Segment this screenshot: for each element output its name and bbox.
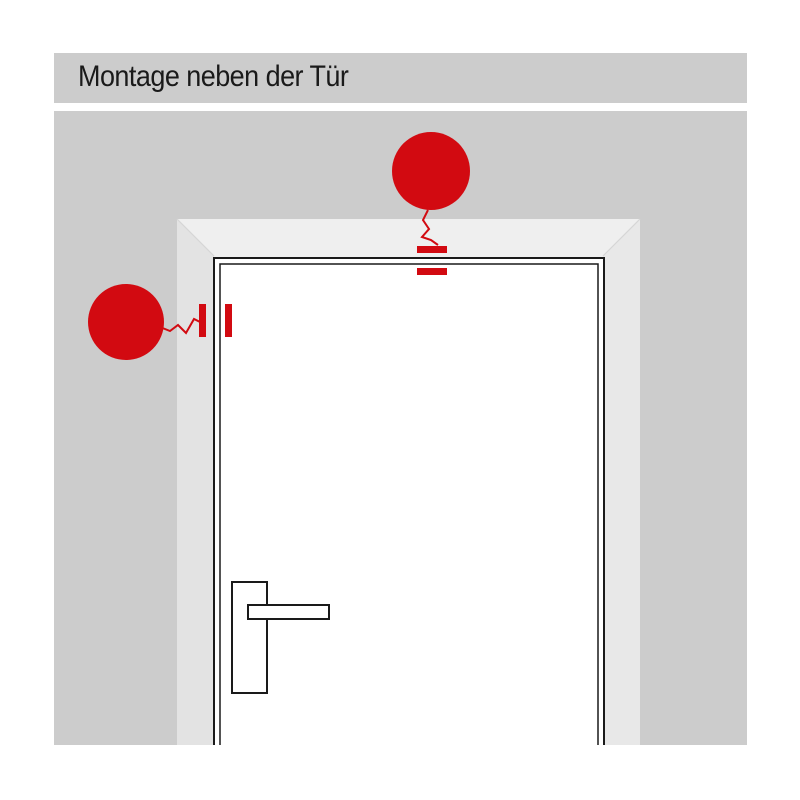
door-inner-outline [219, 263, 599, 745]
magnet-icon [225, 304, 232, 337]
sensor-icon [392, 132, 470, 210]
sensor-left-cable [159, 317, 203, 335]
door-frame-left-miter [176, 218, 215, 257]
sensor-top [392, 132, 470, 275]
sensor-left [88, 284, 232, 360]
magnet-icon [417, 268, 447, 275]
diagram-title: Montage neben der Tür [78, 60, 349, 93]
door-outline [213, 257, 605, 745]
sensor-icon [88, 284, 164, 360]
door-frame-right-miter [602, 218, 641, 257]
door-handle-lever [247, 604, 330, 620]
door-icon [213, 257, 605, 745]
door-frame-left-bevel [177, 219, 214, 745]
title-bar: Montage neben der Tür [54, 53, 747, 103]
magnet-icon [199, 304, 206, 337]
door-handle-plate [231, 581, 268, 694]
magnet-icon [417, 246, 447, 253]
sensor-top-cable [420, 209, 439, 246]
door-frame-right-bevel [603, 219, 640, 745]
door-handle-icon [231, 581, 330, 694]
